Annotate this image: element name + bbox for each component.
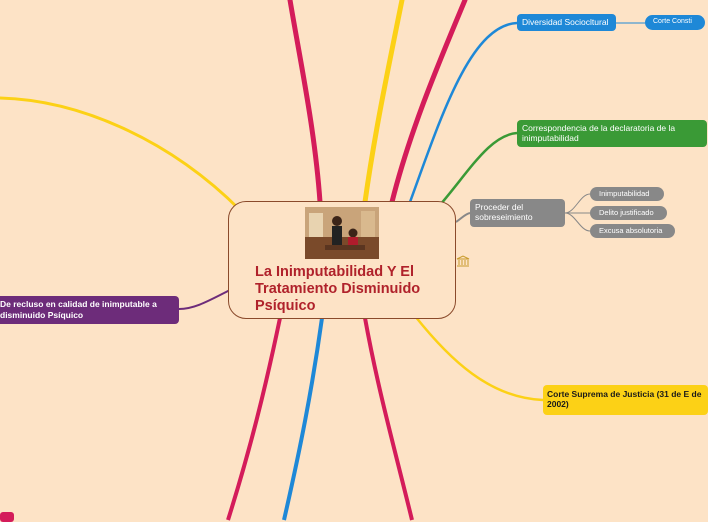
branch-yellow-left [0,96,242,212]
branch-blue-diversidad [408,21,518,203]
node-inimputabilidad[interactable]: Inimputabilidad [590,187,664,201]
node-corte-constitucional[interactable]: Corte Consti [645,15,705,30]
branch-red-bottom-right [363,317,414,521]
branch-yellow-top [362,0,405,205]
courtroom-image [305,207,379,259]
branch-red-top-right [389,0,468,205]
link-proceder-inimputabilidad [564,193,591,214]
branch-red-bottom-left [226,317,282,521]
node-proceder-sobreseimiento[interactable]: Proceder del sobreseimiento [470,199,565,227]
node-recluso-inimputable[interactable]: De recluso en calidad de inimputable a d… [0,296,179,324]
node-diversidad-sociocultural[interactable]: Diversidad Sociocltural [517,14,616,31]
central-topic[interactable]: La Inimputabilidad Y El Tratamiento Dism… [228,201,456,319]
branch-blue-bottom [282,317,324,521]
node-correspondencia[interactable]: Correspondencia de la declaratoria de la… [517,120,707,147]
branch-purple-recluso [178,289,231,310]
branch-yellow-suprema [414,315,544,402]
node-excusa-absolutoria[interactable]: Excusa absolutoria [590,224,675,238]
branch-green-correspondencia [439,131,518,206]
branch-gray-proceder [455,212,471,223]
branch-red-top-left [287,0,323,205]
link-proceder-excusa [564,212,591,232]
node-corte-suprema[interactable]: Corte Suprema de Justicia (31 de E de 20… [543,385,708,415]
central-title: La Inimputabilidad Y El Tratamiento Dism… [255,264,421,314]
node-red-partial[interactable] [0,512,14,522]
node-delito-justificado[interactable]: Delito justificado [590,206,667,220]
bank-icon [456,254,470,267]
